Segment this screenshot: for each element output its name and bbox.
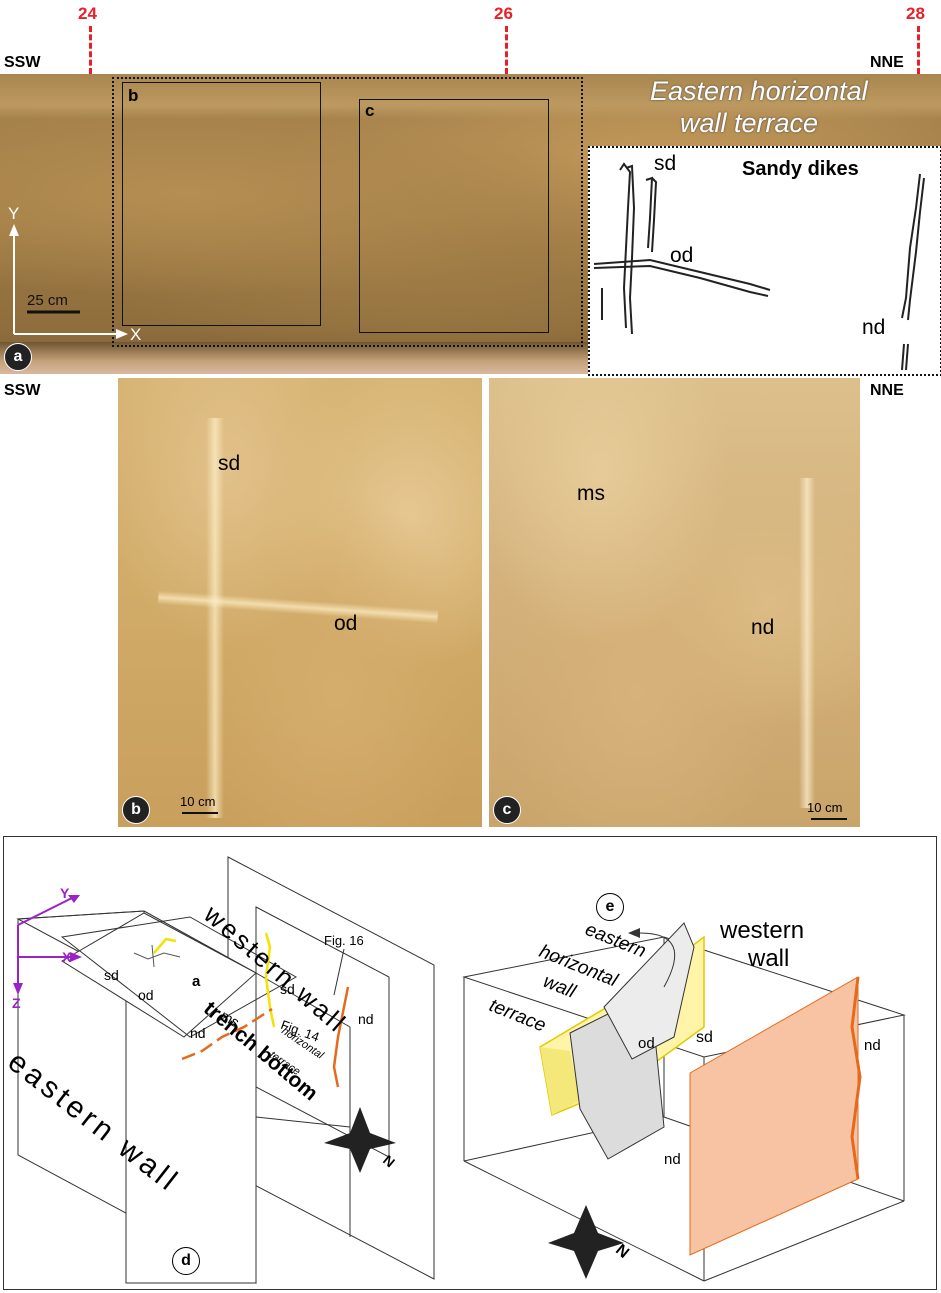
dike-sd-streak	[206, 418, 224, 818]
inset-dike-traces	[593, 162, 925, 371]
photo-c: ms nd 10 cm c	[489, 378, 860, 827]
panel-label-d: d	[172, 1247, 200, 1275]
photo-c-nd: nd	[751, 616, 775, 639]
axis-y-label-d: Y	[60, 885, 70, 901]
e-nd-label-2: nd	[664, 1151, 681, 1168]
terrace-nd-label: nd	[190, 1025, 206, 1041]
axis-z-label-d: Z	[12, 995, 21, 1011]
terrace-od-label: od	[138, 987, 154, 1003]
western-sd-label: sd	[280, 981, 295, 997]
marker-24: 24	[78, 4, 97, 23]
photo-c-scalebar	[811, 818, 847, 820]
dike-nd-streak	[799, 478, 815, 808]
nne-label-top: NNE	[870, 54, 904, 71]
marker-28: 28	[906, 4, 925, 23]
photo-b-od: od	[334, 612, 358, 635]
axis-x-label: X	[130, 325, 142, 344]
axes-svg	[9, 224, 128, 339]
fig16-label: Fig. 16	[324, 933, 364, 948]
panel-label-b: b	[122, 796, 150, 824]
sandy-dikes-inset: Sandy dikes sd od nd	[588, 146, 941, 376]
marker-26-tick	[505, 26, 508, 74]
terrace-text-line1: Eastern horizontal	[650, 76, 868, 106]
e-nd-label-1: nd	[864, 1037, 881, 1054]
photo-b: sd od 10 cm b	[118, 378, 482, 827]
inset-od: od	[670, 244, 694, 267]
axis-y-label: Y	[8, 204, 20, 223]
e-western-wall-line1: western	[720, 917, 805, 944]
photo-c-ms: ms	[577, 482, 605, 505]
box-b-label: b	[128, 86, 139, 105]
inset-nd: nd	[862, 316, 886, 339]
western-nd-label: nd	[358, 1011, 374, 1027]
terrace-band	[0, 74, 941, 119]
box-c-label: c	[365, 101, 375, 120]
ssw-label-top: SSW	[4, 54, 41, 71]
inset-title: Sandy dikes	[742, 158, 859, 180]
ssw-label-mid: SSW	[4, 382, 41, 399]
terrace-sd-label: sd	[104, 967, 119, 983]
inset-sd: sd	[654, 152, 677, 175]
dike-od-streak	[157, 590, 439, 624]
axis-x-label-d: X	[62, 949, 72, 965]
nne-label-mid: NNE	[870, 382, 904, 399]
top-panel: 24 26 28 SSW NNE b c Eastern horizontal …	[0, 0, 941, 376]
marker-24-tick	[89, 26, 92, 74]
marker-26: 26	[494, 4, 513, 23]
photo-b-scale: 10 cm	[180, 794, 216, 809]
panel-label-a: a	[4, 343, 32, 371]
e-western-wall-line2: wall	[748, 945, 790, 972]
box-b-outline	[122, 82, 321, 326]
diagram-panel: western wall Fig. 16 Fig. 14 sd nd trenc…	[2, 836, 937, 1290]
panel-label-e: e	[596, 893, 624, 921]
e-sd-label: sd	[696, 1029, 713, 1046]
terrace-a-label: a	[192, 973, 201, 990]
dotted-outline	[112, 77, 583, 347]
diagram-svg	[13, 856, 906, 1284]
photo-b-sd: sd	[218, 452, 241, 475]
e-od-label: od	[638, 1035, 655, 1052]
photo-c-scale: 10 cm	[807, 800, 843, 815]
scale-25cm: 25 cm	[27, 292, 68, 309]
box-c-outline	[359, 99, 549, 333]
photo-b-scalebar	[182, 812, 218, 814]
marker-28-tick	[917, 26, 920, 74]
panel-label-c: c	[493, 796, 521, 824]
terrace-text-line2: wall terrace	[680, 108, 819, 138]
